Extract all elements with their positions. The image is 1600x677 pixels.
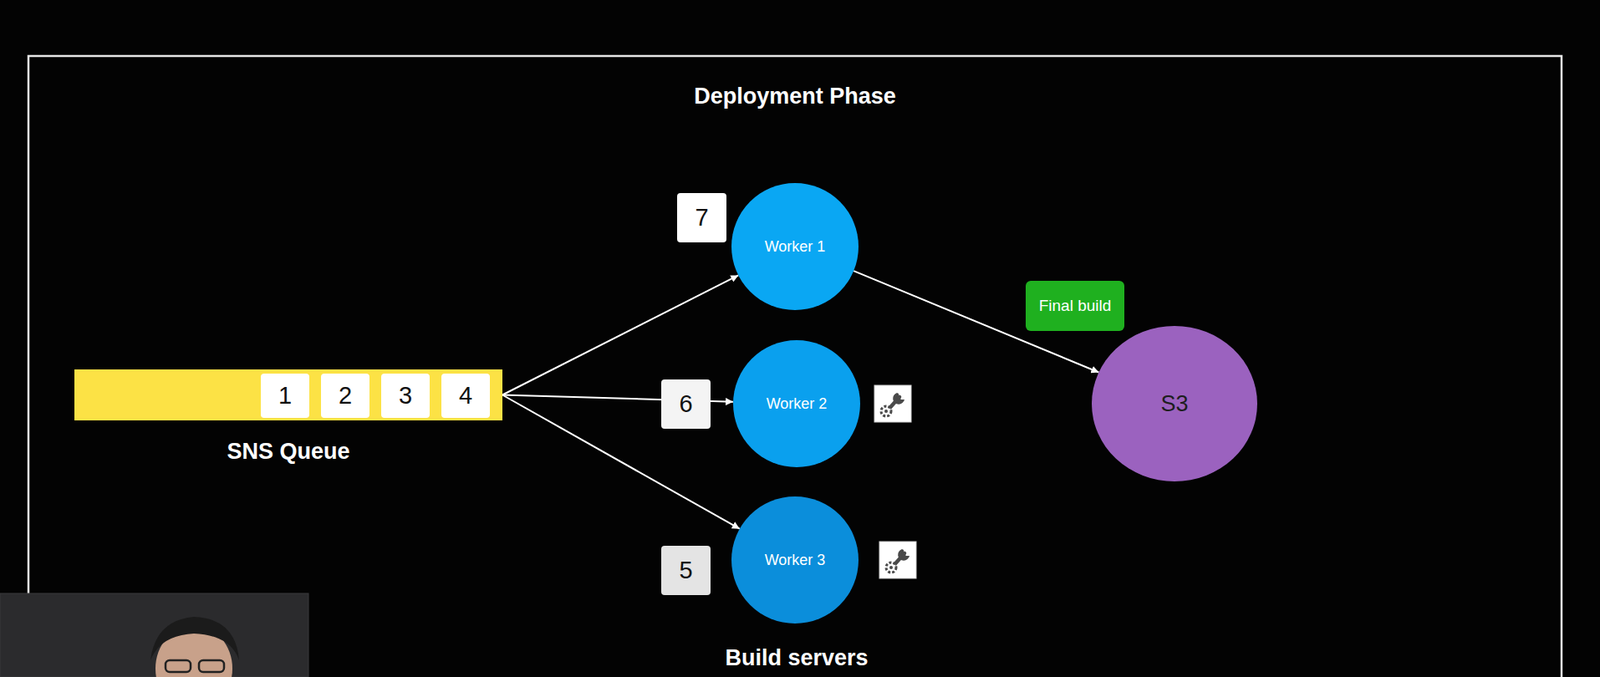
- circle-fill: [731, 496, 859, 624]
- node-text: Final build: [1039, 296, 1112, 316]
- message-box: 5: [661, 545, 711, 596]
- node-text: 3: [398, 382, 413, 410]
- message-box: 3: [381, 373, 430, 418]
- node-text: 4: [458, 382, 473, 410]
- message-box: 7: [677, 193, 727, 243]
- queue-band: SNS Queue1234: [74, 369, 503, 421]
- circle-fill: [731, 183, 859, 311]
- node-text: Worker 3: [764, 551, 826, 570]
- node-text: 2: [338, 382, 352, 410]
- node-text: 5: [678, 556, 693, 585]
- message-box: 2: [321, 373, 370, 418]
- diagram-title: Deployment Phase: [693, 83, 897, 110]
- outer-frame: [28, 56, 1562, 677]
- worker-circle: Worker 3: [731, 496, 859, 624]
- node-text: S3: [1160, 391, 1188, 418]
- node-text: Worker 2: [766, 395, 828, 413]
- message-box: 4: [441, 373, 490, 418]
- heading-holder: SNS Queue: [74, 438, 503, 465]
- worker-circle: Worker 1: [731, 183, 859, 311]
- region-label: Build servers: [724, 645, 868, 672]
- worker-circle: Worker 2: [733, 340, 861, 468]
- node-text: 1: [278, 382, 292, 410]
- wrench-gear-icon: [879, 541, 917, 579]
- circle-fill: [1091, 326, 1258, 482]
- build-tag: Final build: [1025, 280, 1125, 332]
- node-text: Worker 1: [764, 238, 826, 256]
- node-text: 7: [694, 203, 709, 232]
- presenter-webcam: [0, 593, 309, 677]
- storage-circle: S3: [1091, 326, 1258, 482]
- circle-fill: [733, 340, 861, 468]
- queue-label: SNS Queue: [226, 438, 350, 464]
- wrench-gear-icon: [874, 385, 912, 423]
- flow-arrow: [502, 275, 739, 395]
- node-text: 6: [678, 390, 693, 418]
- message-box: 6: [661, 379, 711, 429]
- message-box: 1: [260, 373, 310, 418]
